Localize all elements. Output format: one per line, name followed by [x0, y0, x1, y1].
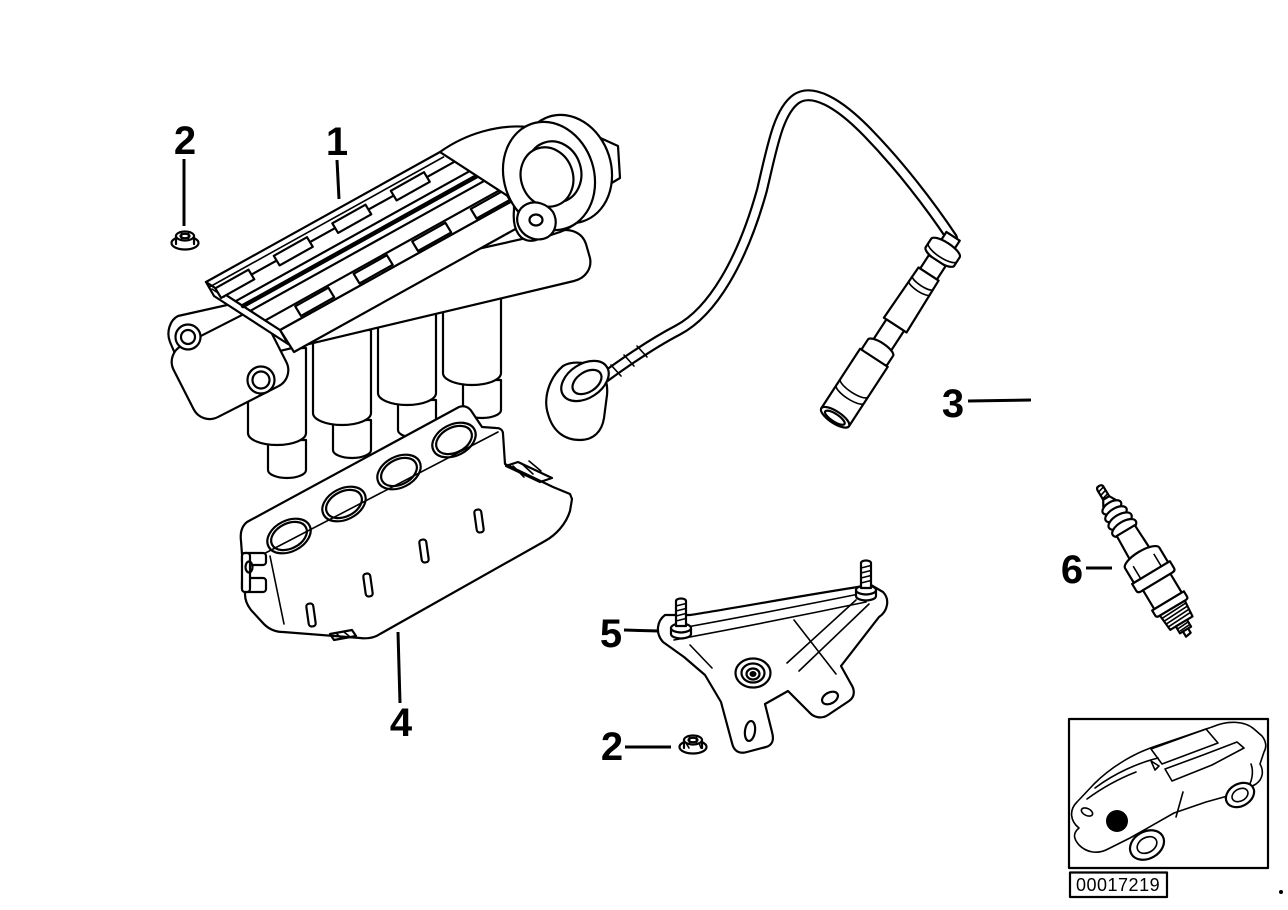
coil-cover-step-detail — [328, 460, 554, 642]
coil-connector-tower — [438, 113, 622, 242]
callout-2-upper: 2 — [174, 119, 196, 226]
cable-rib-marks — [610, 345, 648, 377]
spark-plug-drawing — [1095, 484, 1194, 638]
callout-2-lower: 2 — [601, 725, 671, 769]
coil-cover-slots — [305, 508, 485, 628]
diagram-code: 00017219 — [1076, 875, 1160, 895]
car-locator-frame — [1067, 717, 1270, 870]
callout-3: 3 — [942, 382, 1032, 426]
coil-cover-clip — [240, 551, 268, 594]
coil-top-tabs — [214, 171, 511, 317]
bracket-stud-right — [854, 559, 878, 602]
hex-nut-upper — [170, 230, 200, 251]
callout-label-4[interactable]: 4 — [390, 701, 413, 745]
cable-boot — [545, 359, 610, 442]
cable-plug-connector — [819, 230, 962, 429]
mounting-bracket-drawing — [656, 559, 889, 754]
coil-tower-boots — [266, 378, 503, 480]
coil-cover-body — [239, 405, 574, 640]
callout-label-5[interactable]: 5 — [600, 612, 622, 656]
callout-6: 6 — [1061, 548, 1112, 592]
leader-line — [396, 631, 402, 704]
car-locator-icon — [1070, 721, 1267, 861]
callout-4: 4 — [390, 631, 413, 745]
callout-1: 1 — [326, 120, 348, 200]
coil-mounting-flange — [170, 311, 290, 421]
hex-nut-lower — [678, 734, 708, 755]
car-locator: 00017219 — [1067, 717, 1283, 899]
callout-5: 5 — [600, 612, 660, 656]
coil-cover-drawing — [239, 405, 574, 642]
callout-label-1[interactable]: 1 — [326, 120, 348, 164]
bracket-bushing — [734, 657, 772, 689]
bracket-stud-left — [669, 597, 693, 640]
spark-plug-cable-drawing — [545, 89, 962, 442]
callout-label-2-upper[interactable]: 2 — [174, 119, 196, 163]
leader-line — [335, 159, 341, 200]
coil-cover-holes — [266, 421, 477, 555]
callout-label-6[interactable]: 6 — [1061, 548, 1083, 592]
leader-line — [623, 628, 660, 633]
coil-ribbed-top — [204, 150, 516, 332]
bracket-body — [656, 583, 889, 754]
diagram-code-box — [1068, 871, 1169, 899]
stray-dot — [1279, 890, 1283, 894]
ignition-coil-drawing — [167, 113, 622, 480]
callout-label-2-lower[interactable]: 2 — [601, 725, 623, 769]
callout-label-3[interactable]: 3 — [942, 382, 964, 426]
leader-line — [967, 398, 1032, 403]
location-dot-icon — [1106, 810, 1128, 832]
